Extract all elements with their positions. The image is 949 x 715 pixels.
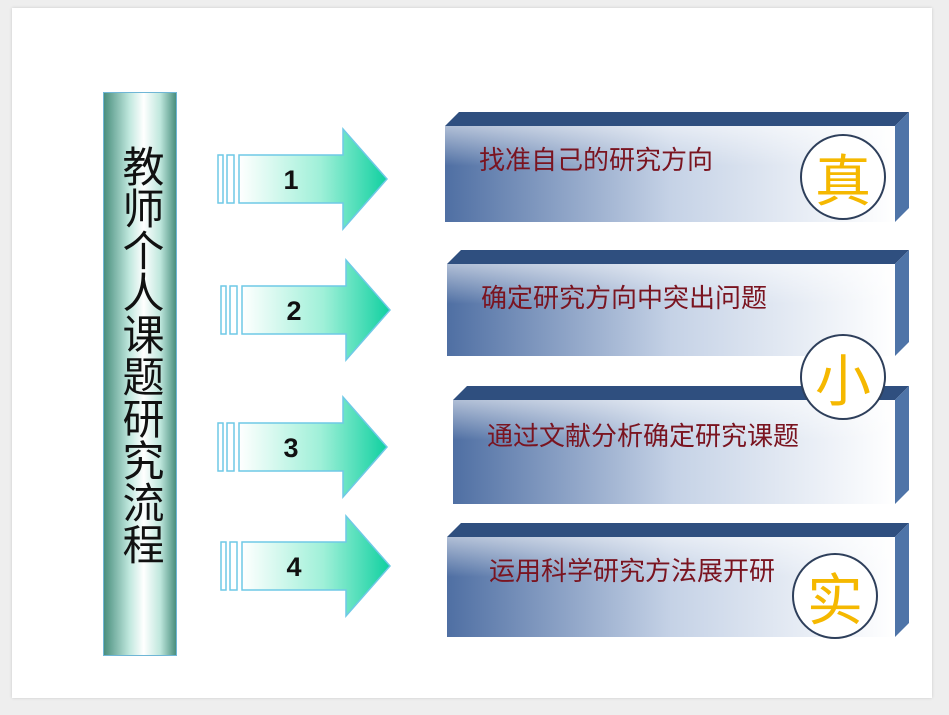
step-text-2: 确定研究方向中突出问题 [481,284,768,314]
step-arrow-3: 3 [215,395,390,499]
step-arrow-1: 1 [215,127,390,231]
badge-shi: 实 [792,553,878,639]
step-number-4: 4 [286,552,302,582]
step-arrow-4: 4 [218,514,393,618]
step-text-4: 运用科学研究方法展开研 [489,557,776,587]
step-number-3: 3 [283,433,299,463]
step-text-3: 通过文献分析确定研究课题 [487,422,800,452]
title-bar: 教师个人课题研究流程 [103,92,177,656]
title-text: 教师个人课题研究流程 [116,145,165,565]
badge-xiao: 小 [800,334,886,420]
step-text-1: 找准自己的研究方向 [479,146,714,176]
step-arrow-2: 2 [218,258,393,362]
step-number-2: 2 [286,296,302,326]
step-number-1: 1 [283,165,299,195]
badge-zhen: 真 [800,134,886,220]
